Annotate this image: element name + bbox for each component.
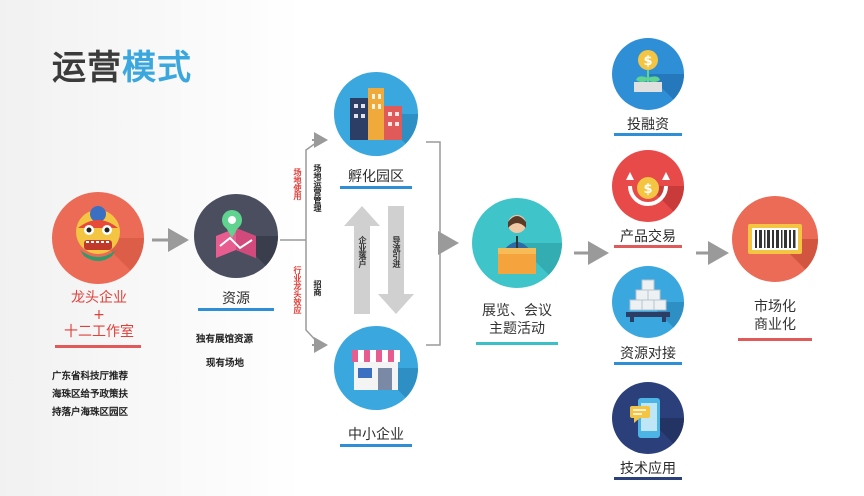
service-resource-underline	[614, 362, 682, 365]
lead-note-3: 持落户海珠区园区	[52, 407, 129, 418]
incubator-label: 孵化园区	[348, 169, 404, 185]
buildings-icon	[350, 88, 418, 156]
coin-plant-icon: $	[634, 50, 684, 110]
lead-note-2: 海珠区给予政策扶	[52, 389, 129, 400]
side-label-upper-dark: 场地运营管理	[313, 164, 322, 212]
service-investment-circle: $	[612, 38, 684, 110]
service-tech-circle	[612, 382, 684, 454]
lead-line-1: 龙头企业	[71, 290, 127, 306]
resources-note-1: 独有展馆资源	[196, 334, 254, 345]
service-trade-label: 产品交易	[620, 229, 676, 245]
shop-icon	[352, 350, 418, 410]
lead-underline	[55, 345, 141, 348]
lead-notes: 广东省科技厅推荐 海珠区给予政策扶 持落户海珠区园区	[52, 368, 128, 422]
side-label-lower-dark: 招商	[313, 280, 322, 296]
exhibition-underline	[476, 342, 558, 345]
service-trade-underline	[614, 245, 682, 248]
service-investment-label: 投融资	[627, 117, 669, 133]
lead-circle	[52, 192, 144, 284]
lion-dance-icon	[76, 206, 144, 284]
sme-label: 中小企业	[348, 427, 404, 443]
up-arrow-label: 企业落户	[358, 236, 367, 268]
up-arrow-shape	[344, 206, 380, 314]
side-label-lower-red: 行业龙头效应	[293, 266, 302, 314]
side-label-upper-red: 场地使用	[293, 168, 302, 200]
coin-cycle-icon: $	[626, 172, 684, 222]
lead-line-2: +	[93, 307, 105, 323]
exhibition-line-2: 主题活动	[489, 321, 545, 337]
barcode-icon	[748, 224, 818, 282]
exhibition-line-1: 展览、会议	[482, 303, 552, 319]
page-title: 运营模式	[52, 40, 192, 89]
sme-circle	[334, 326, 418, 410]
map-pin-icon	[216, 210, 278, 278]
lead-note-1: 广东省科技厅推荐	[52, 371, 129, 382]
lead-line-3: 十二工作室	[64, 324, 134, 340]
title-part-dark: 运营	[52, 48, 122, 88]
down-arrow-label: 导流引进	[392, 236, 401, 268]
resources-label: 资源	[222, 291, 250, 307]
result-circle	[732, 196, 818, 282]
service-trade-circle: $	[612, 150, 684, 222]
service-resource-label: 资源对接	[620, 346, 676, 362]
presenter-icon	[498, 215, 562, 288]
boxes-icon	[626, 279, 684, 338]
exhibition-label: 展览、会议 主题活动	[466, 302, 568, 338]
service-resource-circle	[612, 266, 684, 338]
sme-underline	[340, 444, 412, 447]
resources-notes: 独有展馆资源 现有场地	[196, 328, 284, 376]
resources-circle	[194, 194, 278, 278]
result-label: 市场化 商业化	[724, 298, 826, 334]
phone-chat-icon	[630, 398, 684, 454]
result-underline	[738, 338, 812, 341]
service-investment-underline	[614, 133, 682, 136]
title-part-blue: 模式	[122, 48, 192, 88]
resources-underline	[198, 308, 274, 311]
svg-text:$: $	[643, 54, 652, 69]
incubator-underline	[340, 186, 412, 189]
service-tech-underline	[614, 477, 682, 480]
svg-text:$: $	[643, 182, 652, 197]
result-line-1: 市场化	[754, 299, 796, 315]
incubator-circle	[334, 72, 418, 156]
result-line-2: 商业化	[754, 317, 796, 333]
resources-note-2: 现有场地	[206, 358, 245, 369]
service-tech-label: 技术应用	[620, 461, 676, 477]
exhibition-circle	[472, 198, 562, 288]
bracket-right	[426, 141, 441, 346]
lead-label: 龙头企业 + 十二工作室	[40, 290, 158, 341]
down-arrow-shape	[378, 206, 414, 314]
